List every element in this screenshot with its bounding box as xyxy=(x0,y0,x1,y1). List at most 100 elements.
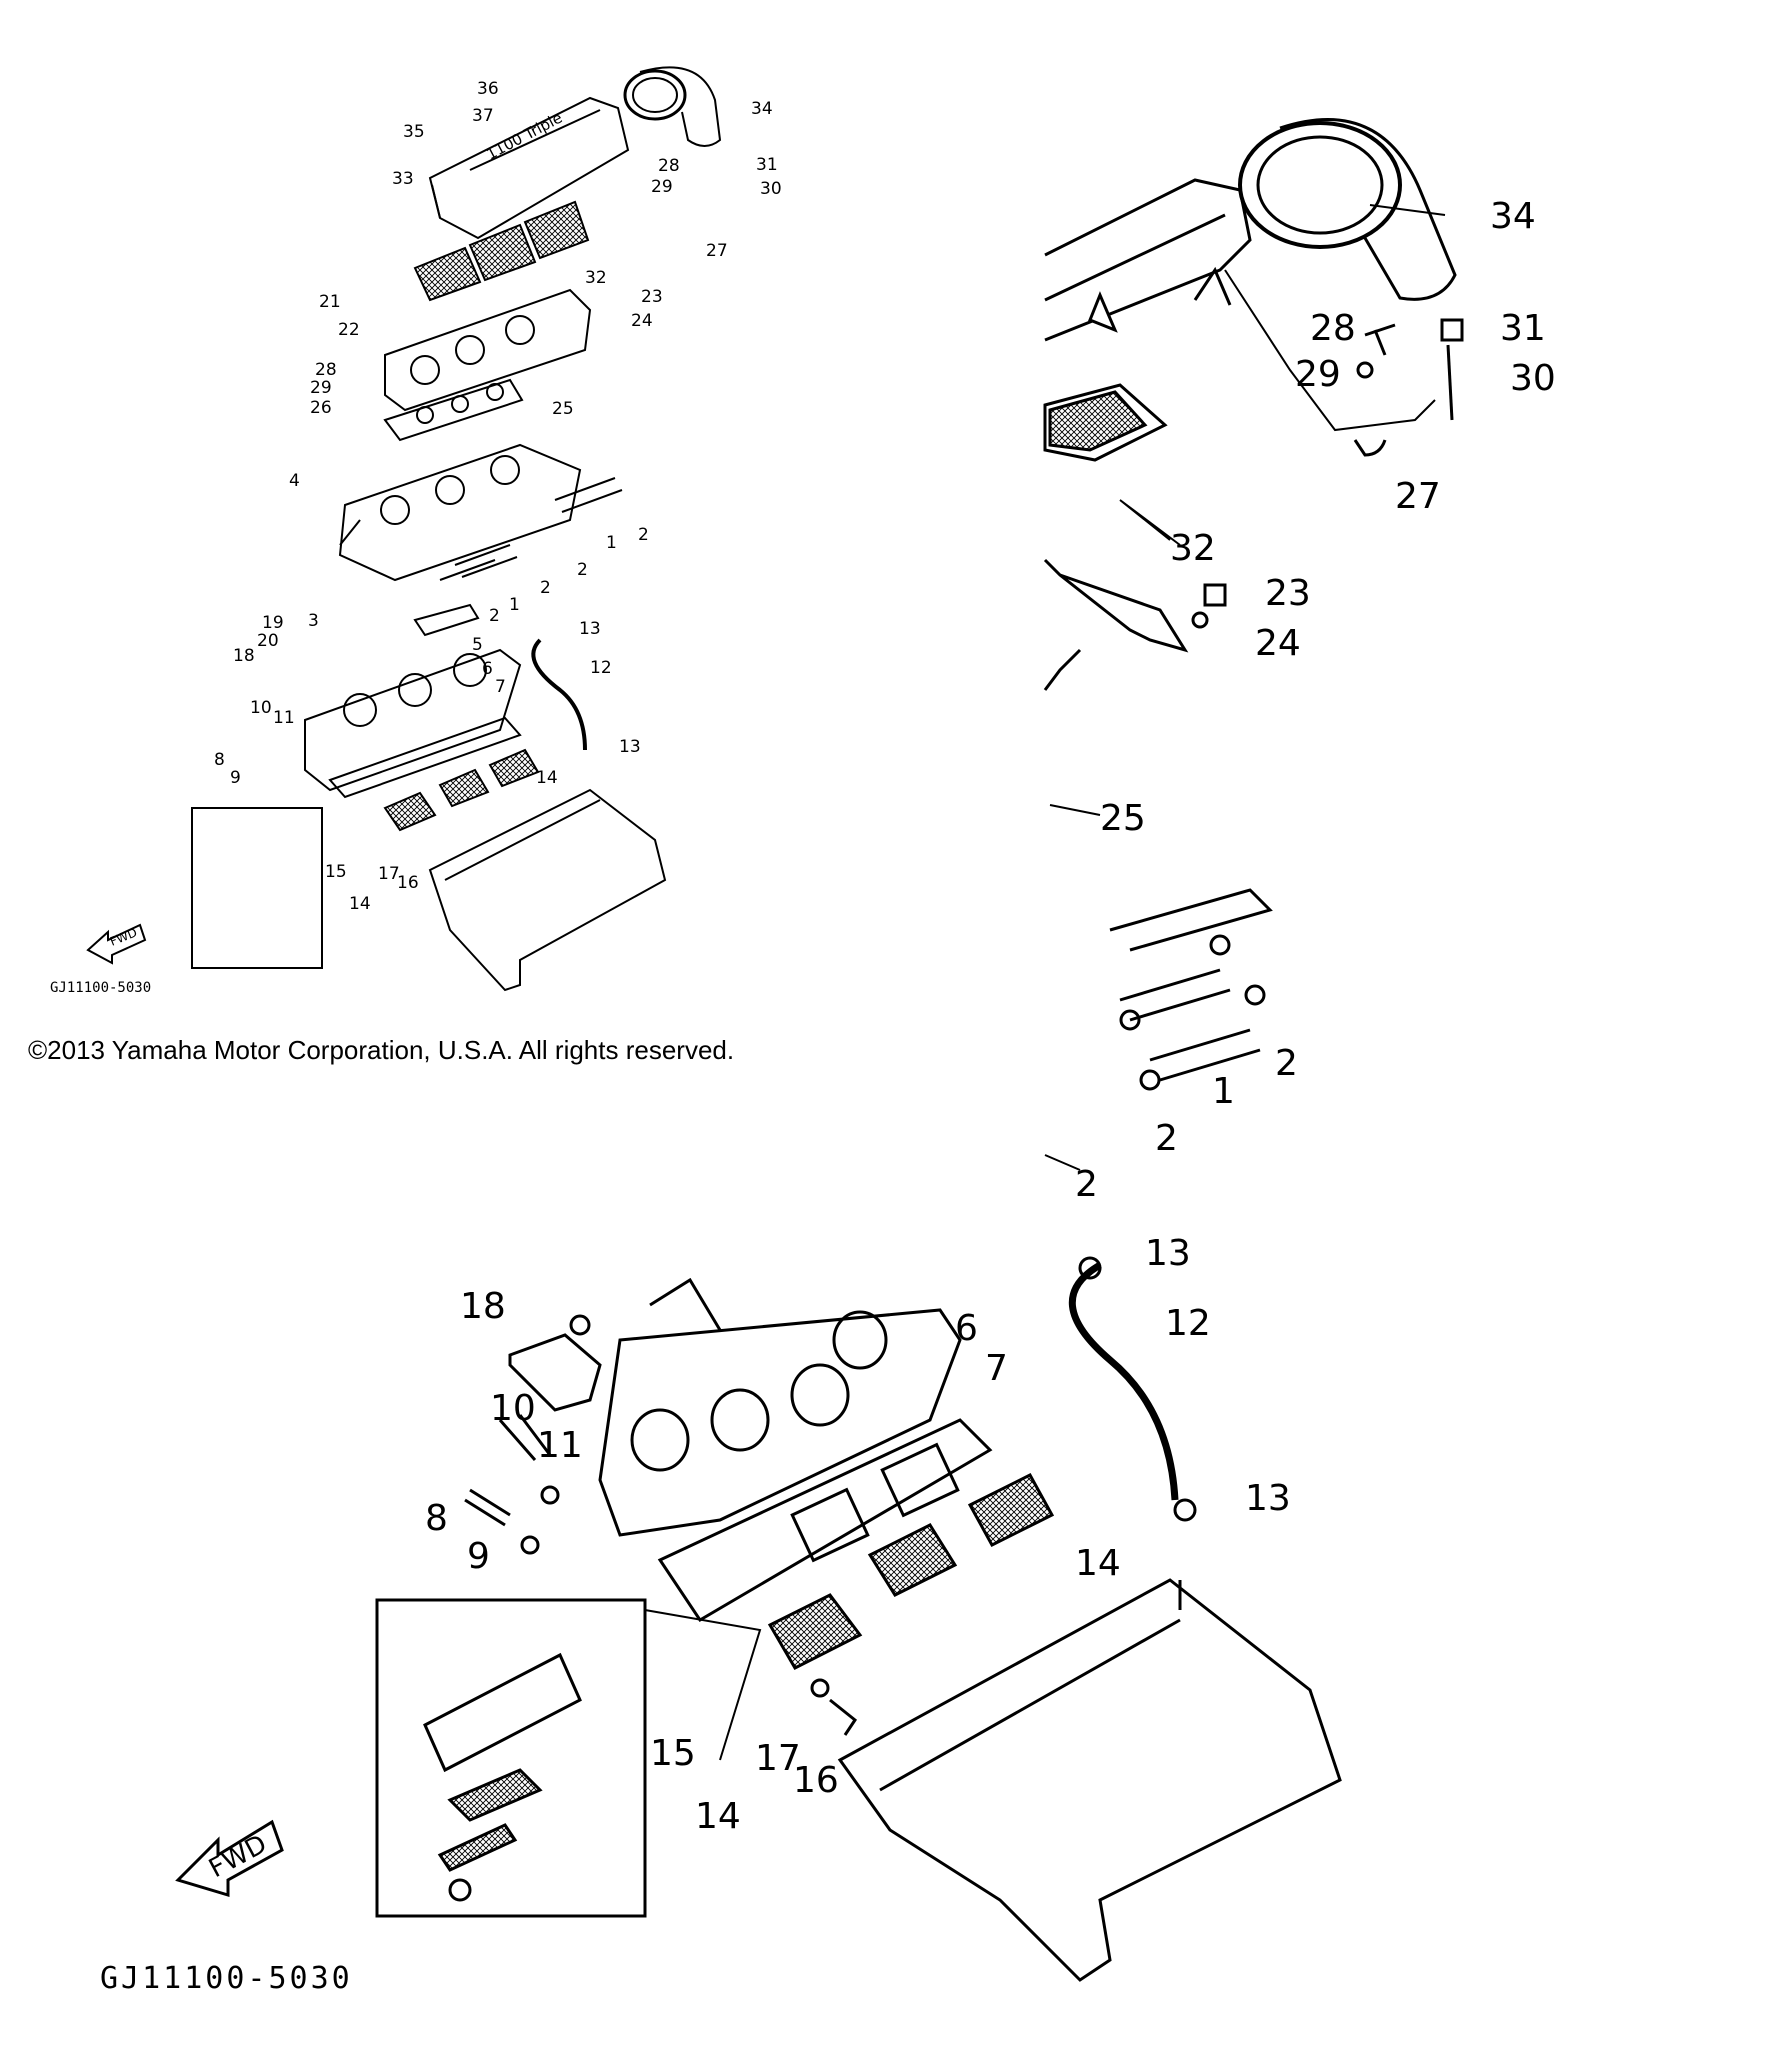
zoom-callout-32: 32 xyxy=(1170,528,1216,569)
callout-13-bot: 13 xyxy=(619,737,641,757)
leader-2-large xyxy=(1044,1154,1081,1171)
callout-28-top: 28 xyxy=(658,156,680,176)
callout-19: 19 xyxy=(262,613,284,633)
callout-26: 26 xyxy=(310,398,332,418)
zoom-callout-11: 11 xyxy=(537,1425,583,1466)
callout-32: 32 xyxy=(585,268,607,288)
reed-valves-14-large xyxy=(767,1473,1055,1670)
reed-valves-14 xyxy=(383,748,540,832)
callout-7: 7 xyxy=(495,677,506,697)
zoom-callout-17: 17 xyxy=(755,1738,801,1779)
zoom-callout-14-b: 14 xyxy=(695,1796,741,1837)
callout-29-mid: 29 xyxy=(310,378,332,398)
overview-diagram: 1100 Triple xyxy=(86,66,722,992)
bolt-16-17-large xyxy=(810,1678,858,1736)
zoom-callout-8: 8 xyxy=(425,1498,448,1539)
callout-17: 17 xyxy=(378,864,400,884)
callout-2-c: 2 xyxy=(540,578,551,598)
callout-37: 37 xyxy=(472,106,494,126)
callout-4: 4 xyxy=(289,471,300,491)
zoom-callout-16: 16 xyxy=(793,1760,839,1801)
callout-25: 25 xyxy=(552,399,574,419)
callout-18: 18 xyxy=(233,646,255,666)
gasket-5 xyxy=(413,603,480,637)
zoom-callout-2-b: 2 xyxy=(1155,1118,1178,1159)
zoom-detail-bottom: FWD xyxy=(175,1256,1342,1982)
zoom-callouts-top-right: 34 28 29 31 30 27 32 23 24 25 2 1 2 2 xyxy=(1075,196,1556,1205)
zoom-callout-6: 6 xyxy=(955,1308,978,1349)
crankcase xyxy=(428,788,667,992)
reed-valve-inset-box-large xyxy=(375,1598,647,1918)
zoom-callout-23: 23 xyxy=(1265,573,1311,614)
callout-28-mid: 28 xyxy=(315,360,337,380)
zoom-callout-2-c: 2 xyxy=(1075,1164,1098,1205)
callout-1-b: 1 xyxy=(509,595,520,615)
callout-15: 15 xyxy=(325,862,347,882)
hose-12-large xyxy=(1069,1261,1179,1501)
zoom-callout-15: 15 xyxy=(650,1733,696,1774)
hose-12 xyxy=(531,638,587,751)
intake-manifold-6 xyxy=(304,648,522,792)
callout-29-top: 29 xyxy=(651,177,673,197)
drawing-code-large: GJ11100-5030 xyxy=(100,1961,353,1996)
callout-34: 34 xyxy=(751,99,773,119)
hose-clip-13-top xyxy=(1078,1256,1102,1280)
intake-elbow-34 xyxy=(623,66,722,147)
zoom-callouts-bottom: 13 12 18 6 7 10 11 13 8 9 14 15 17 16 14… xyxy=(100,1233,1291,1996)
callout-10: 10 xyxy=(250,698,272,718)
inset-reed-assembly xyxy=(423,1652,582,1902)
intake-manifold-6-large xyxy=(598,1277,962,1537)
fwd-arrow: FWD xyxy=(86,923,147,965)
filter-elements-32 xyxy=(413,200,590,302)
bolt-23-24-large xyxy=(1191,583,1227,629)
callout-27: 27 xyxy=(706,241,728,261)
callout-9: 9 xyxy=(230,768,241,788)
filter-element-32-large xyxy=(1043,383,1168,462)
callout-35: 35 xyxy=(403,122,425,142)
callout-14-a: 14 xyxy=(536,768,558,788)
bolts-28-29-large xyxy=(1353,323,1396,457)
zoom-callout-12: 12 xyxy=(1165,1303,1211,1344)
zoom-callout-7: 7 xyxy=(985,1348,1008,1389)
gasket-7-large xyxy=(657,1418,993,1623)
zoom-callout-31: 31 xyxy=(1500,308,1546,349)
gasket-7 xyxy=(328,716,522,799)
callout-5: 5 xyxy=(472,635,483,655)
zoom-callout-18: 18 xyxy=(460,1286,506,1327)
zoom-callout-29: 29 xyxy=(1295,354,1341,395)
leader-25-large xyxy=(1049,804,1101,816)
leader-27-large xyxy=(1224,269,1436,432)
zoom-callout-2-a: 2 xyxy=(1275,1043,1298,1084)
silencer-cover-33-large xyxy=(1044,178,1252,342)
zoom-callout-25: 25 xyxy=(1100,798,1146,839)
callout-14-b: 14 xyxy=(349,894,371,914)
joint-hoses-1-large xyxy=(1109,888,1273,1091)
callout-8: 8 xyxy=(214,750,225,770)
zoom-callout-24: 24 xyxy=(1255,623,1301,664)
overview-callouts: 36 37 35 34 33 28 29 31 30 27 32 23 24 2… xyxy=(50,79,782,996)
zoom-callout-9: 9 xyxy=(467,1536,490,1577)
callout-20: 20 xyxy=(257,631,279,651)
silencer-case-21-large xyxy=(1043,558,1189,691)
zoom-callout-27: 27 xyxy=(1395,476,1441,517)
zoom-callout-13-bottom: 13 xyxy=(1245,1478,1291,1519)
crankcase-large xyxy=(837,1578,1342,1982)
intake-elbow-34-large xyxy=(1238,118,1457,301)
zoom-callout-34: 34 xyxy=(1490,196,1536,237)
zoom-detail-top-right xyxy=(1043,118,1464,1171)
callout-24: 24 xyxy=(631,311,653,331)
callout-13-top: 13 xyxy=(579,619,601,639)
callout-1-a: 1 xyxy=(606,533,617,553)
zoom-callout-1: 1 xyxy=(1212,1071,1235,1112)
callout-31: 31 xyxy=(756,155,778,175)
leader-15-14-large xyxy=(644,1609,762,1761)
callout-2-b: 2 xyxy=(577,560,588,580)
zoom-callout-13-top: 13 xyxy=(1145,1233,1191,1274)
callout-12: 12 xyxy=(590,658,612,678)
callout-36: 36 xyxy=(477,79,499,99)
callout-3: 3 xyxy=(308,611,319,631)
fwd-arrow-large: FWD xyxy=(175,1819,284,1898)
callout-22: 22 xyxy=(338,320,360,340)
leader-32-large xyxy=(1119,499,1181,546)
